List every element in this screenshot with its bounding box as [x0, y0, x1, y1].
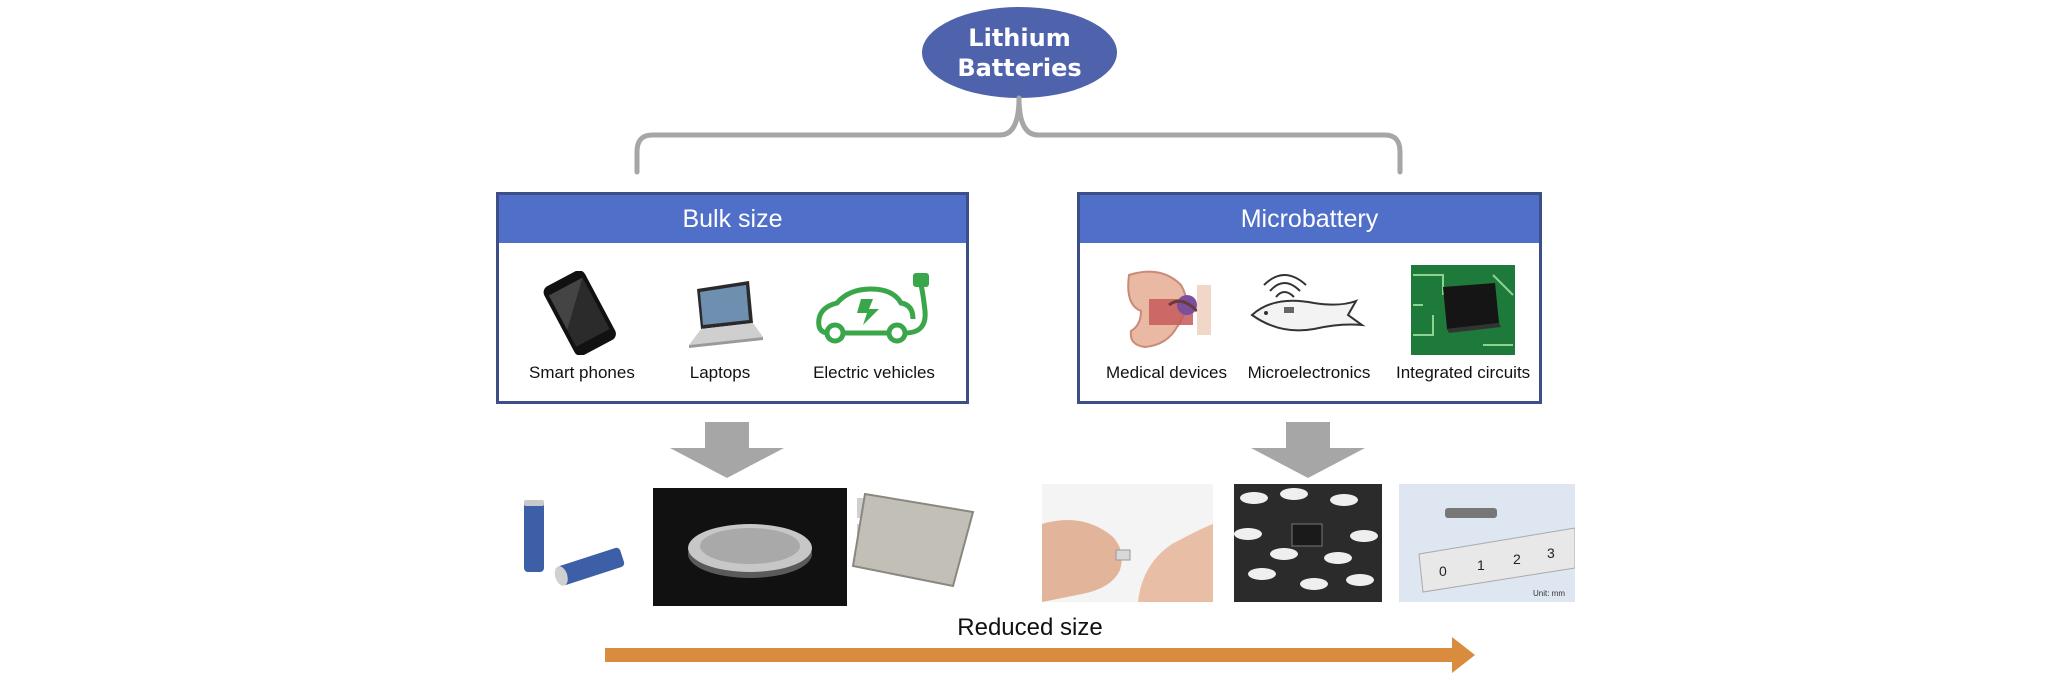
bracket-connector	[634, 95, 1403, 175]
category-box-micro: Microbattery Medical devices Microelectr…	[1077, 192, 1542, 404]
item-label: Laptops	[689, 363, 751, 382]
category-box-bulk: Bulk size Smart phones Laptops	[496, 192, 969, 404]
item-laptops: Laptops	[675, 271, 765, 383]
chip-icon	[1411, 265, 1516, 355]
smartphone-icon	[543, 271, 616, 355]
ruler-number-2: 2	[1513, 551, 1521, 567]
fish-tag-icon	[1250, 274, 1366, 332]
item-label: Electric vehicles	[813, 363, 935, 382]
electric-car-icon	[816, 273, 929, 344]
laptop-icon	[689, 281, 763, 348]
photo-rice-battery	[1234, 484, 1382, 602]
root-label-line1: Lithium	[968, 23, 1071, 52]
category-body-bulk: Smart phones Laptops Electric vehicles	[499, 243, 966, 397]
ruler-number-3: 3	[1547, 545, 1555, 561]
down-arrow-micro	[1251, 422, 1365, 478]
ruler-number-0: 0	[1439, 563, 1447, 579]
item-electric-vehicles: Electric vehicles	[809, 271, 939, 383]
item-smart-phones: Smart phones	[529, 271, 635, 383]
photo-ruler-battery: 0 1 2 3 Unit: mm	[1399, 484, 1575, 602]
ruler-unit-label: Unit: mm	[1533, 589, 1565, 598]
item-microelectronics: Microelectronics	[1244, 265, 1374, 383]
item-label: Integrated circuits	[1396, 363, 1531, 382]
category-header-micro: Microbattery	[1080, 195, 1539, 243]
item-medical-devices: Medical devices	[1106, 265, 1227, 383]
category-header-bulk: Bulk size	[499, 195, 966, 243]
size-arrow-shaft	[605, 648, 1455, 662]
photo-pouch-cell	[851, 492, 975, 588]
photo-cylindrical-cells	[524, 500, 625, 586]
item-integrated-circuits: Integrated circuits	[1396, 265, 1530, 383]
item-label: Medical devices	[1106, 363, 1227, 382]
photo-coin-cell	[653, 488, 847, 606]
down-arrow-bulk	[670, 422, 784, 478]
category-body-micro: Medical devices Microelectronics Integra…	[1080, 243, 1539, 397]
root-node-lithium-batteries: Lithium Batteries	[922, 7, 1117, 98]
root-label-line2: Batteries	[957, 53, 1082, 82]
item-label: Smart phones	[529, 363, 635, 382]
ruler-number-1: 1	[1477, 557, 1485, 573]
ear-implant-icon	[1127, 270, 1212, 349]
size-arrow-head	[1452, 637, 1475, 673]
reduced-size-label: Reduced size	[957, 614, 1103, 641]
photo-finger-battery	[1042, 484, 1213, 602]
item-label: Microelectronics	[1247, 363, 1371, 382]
